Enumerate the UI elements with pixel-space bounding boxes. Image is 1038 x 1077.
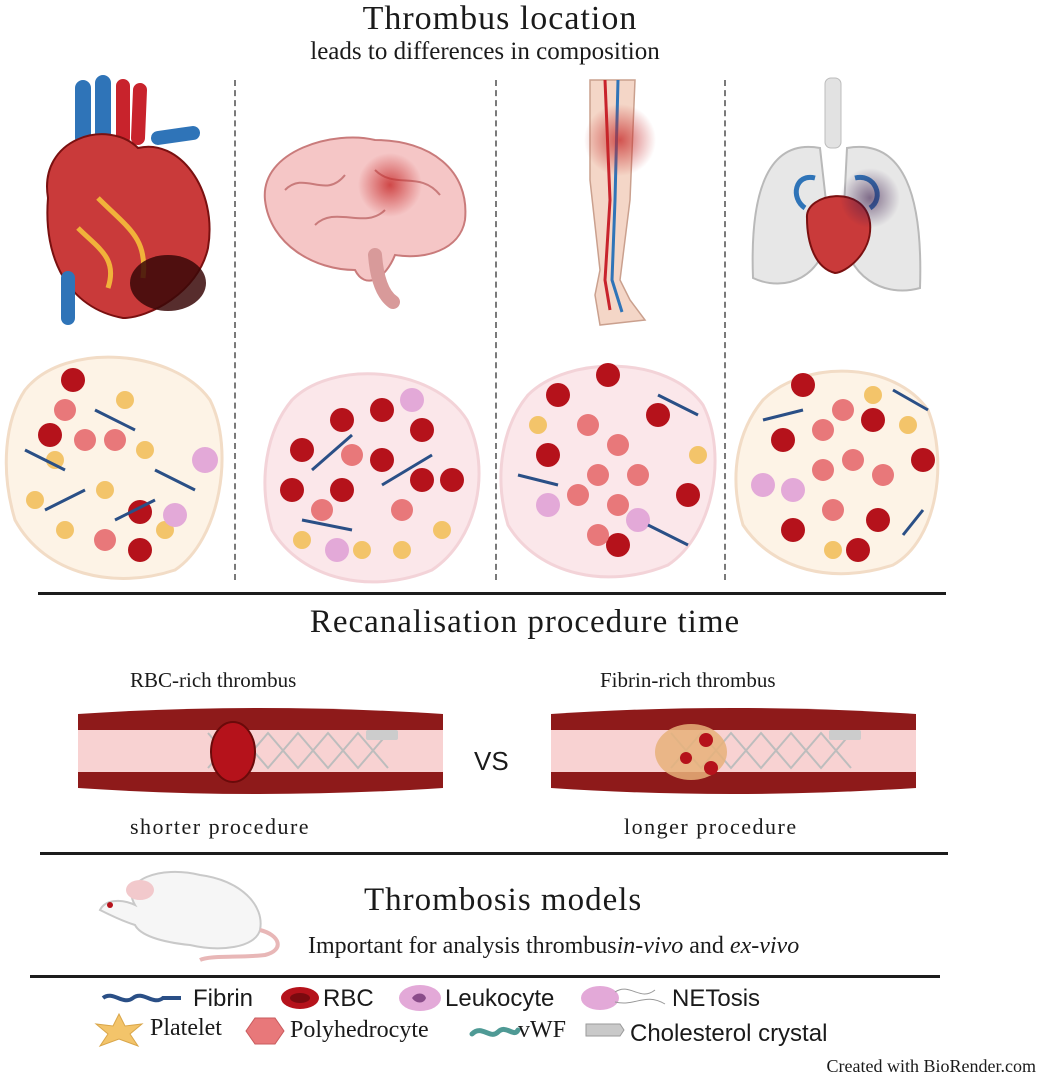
page-subtitle: leads to differences in composition	[310, 38, 660, 65]
and-text: and	[683, 933, 730, 959]
column-divider	[234, 80, 236, 580]
legend-vwf-label: vWF	[518, 1017, 566, 1043]
fibrin-rich-vessel-icon	[551, 708, 916, 794]
leg-veins-icon	[584, 79, 656, 326]
vs-label: VS	[474, 746, 509, 776]
legend-netosis-label: NETosis	[672, 985, 761, 1012]
credit-text: Created with BioRender.com	[826, 1056, 1036, 1076]
section-title-recanalisation: Recanalisation procedure time	[309, 604, 741, 640]
legend-fibrin-label: Fibrin	[193, 985, 254, 1012]
longer-procedure-label: longer procedure	[624, 814, 798, 839]
platelet-legend-icon	[94, 1012, 144, 1047]
legend-platelet-label: Platelet	[150, 1015, 222, 1041]
leukocyte-legend-icon	[399, 985, 441, 1011]
legend-rbc-label: RBC	[323, 985, 374, 1012]
legend-leukocyte-label: Leukocyte	[445, 985, 555, 1012]
section-title-thrombosis-models: Thrombosis models	[364, 882, 643, 918]
brain-icon	[263, 136, 467, 309]
lungs-heart-icon	[751, 77, 922, 292]
fibrin-legend-icon	[101, 993, 181, 1003]
rbc-rich-vessel-icon	[78, 708, 443, 794]
legend-cholesterol-crystal-label: Cholesterol crystal	[630, 1020, 828, 1047]
section-divider	[40, 852, 948, 855]
fibrin-rich-thrombus-label: Fibrin-rich thrombus	[600, 668, 776, 692]
description-prefix: Important for analysis thrombus	[308, 933, 617, 959]
netosis-legend-icon	[581, 986, 666, 1010]
column-divider	[495, 80, 497, 580]
in-vivo-text: in-vivo	[616, 933, 684, 959]
thrombus-composition-leg	[499, 363, 717, 579]
thrombus-composition-heart	[4, 355, 224, 580]
thrombosis-models-description: Important for analysis thrombusin-vivo a…	[308, 933, 799, 960]
mouse-icon	[98, 870, 280, 962]
rbc-legend-icon	[281, 987, 319, 1009]
shorter-procedure-label: shorter procedure	[130, 814, 311, 839]
legend-polyhedrocyte-label: Polyhedrocyte	[290, 1017, 429, 1043]
polyhedrocyte-legend-icon	[245, 1017, 285, 1045]
thrombus-composition-brain	[263, 372, 481, 584]
heart-icon	[46, 75, 211, 325]
section-divider	[30, 975, 940, 978]
vwf-legend-icon	[469, 1026, 521, 1037]
page-title: Thrombus location	[362, 0, 638, 37]
section-divider	[38, 592, 946, 595]
rbc-rich-thrombus-label: RBC-rich thrombus	[130, 668, 297, 692]
thrombus-composition-lungs	[734, 369, 940, 576]
column-divider	[724, 80, 726, 580]
cholesterol-crystal-legend-icon	[585, 1023, 625, 1037]
ex-vivo-text: ex-vivo	[729, 933, 800, 959]
